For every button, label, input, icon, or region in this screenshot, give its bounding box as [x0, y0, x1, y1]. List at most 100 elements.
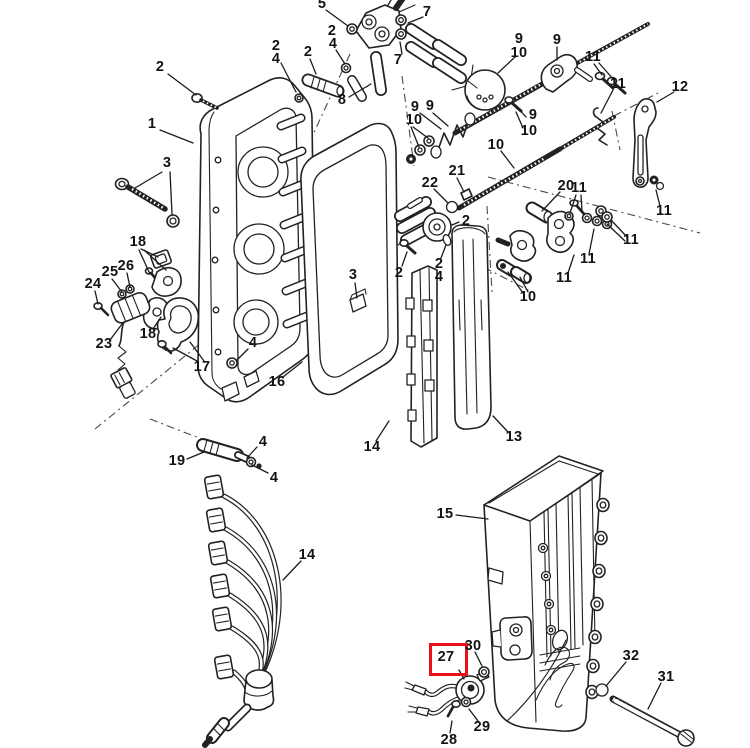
- part-label-14[interactable]: 14: [363, 438, 381, 455]
- part-label-14[interactable]: 14: [298, 546, 316, 563]
- part-label-2[interactable]: 2: [434, 255, 444, 272]
- mounting-bolt: [114, 177, 180, 228]
- return-spring: [436, 116, 471, 154]
- part-label-4[interactable]: 4: [271, 50, 281, 67]
- coil-23: [110, 291, 151, 324]
- part-label-16[interactable]: 16: [268, 373, 286, 390]
- cover-panel: [483, 455, 610, 732]
- primer-pump-assembly: [346, 0, 467, 84]
- part-label-29[interactable]: 29: [473, 718, 491, 735]
- part-label-22[interactable]: 22: [421, 174, 439, 191]
- throttle-rod-upper: [406, 22, 650, 164]
- part-label-4[interactable]: 4: [328, 35, 338, 52]
- retainer-strip: [405, 265, 438, 448]
- manifold-body: [197, 77, 316, 403]
- part-label-2[interactable]: 2: [394, 264, 404, 281]
- part-label-10[interactable]: 10: [405, 111, 423, 128]
- part-label-25[interactable]: 25: [101, 263, 119, 280]
- lever-arm: [632, 98, 665, 191]
- part-label-32[interactable]: 32: [622, 647, 640, 664]
- bolt-bosses: [276, 113, 312, 329]
- part-label-10[interactable]: 10: [520, 122, 538, 139]
- part-label-9[interactable]: 9: [552, 31, 562, 48]
- part-label-17[interactable]: 17: [193, 358, 211, 375]
- part-label-11[interactable]: 11: [585, 48, 601, 65]
- part-label-8[interactable]: 8: [337, 91, 347, 108]
- part-label-1[interactable]: 1: [147, 115, 157, 132]
- part-label-30[interactable]: 30: [464, 637, 482, 654]
- side-bosses: [585, 497, 610, 700]
- part-label-2[interactable]: 2: [271, 37, 281, 54]
- part-label-11[interactable]: 11: [623, 231, 639, 248]
- spade-terminals: [404, 681, 430, 717]
- part-label-10[interactable]: 10: [519, 288, 537, 305]
- part-label-28[interactable]: 28: [440, 731, 458, 748]
- spring-hook: [592, 107, 599, 117]
- part-label-9[interactable]: 9: [514, 30, 524, 47]
- throttle-rod-lower: [445, 115, 616, 214]
- spark-connectors: [203, 474, 235, 680]
- fuel-hoses: [405, 23, 467, 84]
- part-label-20[interactable]: 20: [557, 177, 575, 194]
- gasket-spacer: [349, 293, 367, 313]
- part-label-18[interactable]: 18: [129, 233, 147, 250]
- part-label-5[interactable]: 5: [317, 0, 327, 12]
- part-label-9[interactable]: 9: [410, 98, 420, 115]
- part-label-2[interactable]: 2: [303, 43, 313, 60]
- temp-sensor: [196, 438, 262, 469]
- leader-lines: [94, 9, 675, 734]
- part-label-4[interactable]: 4: [434, 268, 444, 285]
- part-label-9[interactable]: 9: [528, 106, 538, 123]
- part-label-23[interactable]: 23: [95, 335, 113, 352]
- part-label-24[interactable]: 24: [84, 275, 102, 292]
- part-label-11[interactable]: 11: [580, 250, 596, 267]
- brand-script-logo: [535, 662, 575, 708]
- part-label-11[interactable]: 11: [610, 75, 626, 92]
- part-label-2[interactable]: 2: [155, 58, 165, 75]
- part-label-3[interactable]: 3: [162, 154, 172, 171]
- part-label-10[interactable]: 10: [510, 44, 528, 61]
- part-label-15[interactable]: 15: [436, 505, 454, 522]
- side-tab: [487, 567, 504, 585]
- wire-harness: [202, 474, 282, 748]
- harness-plug: [202, 717, 230, 748]
- part-label-9[interactable]: 9: [425, 97, 435, 114]
- part-label-4[interactable]: 4: [248, 334, 258, 351]
- part-label-13[interactable]: 13: [505, 428, 523, 445]
- part-label-21[interactable]: 21: [448, 162, 466, 179]
- part-label-11[interactable]: 11: [571, 179, 587, 196]
- part-label-26[interactable]: 26: [117, 257, 135, 274]
- part-label-2[interactable]: 2: [327, 22, 337, 39]
- coil-assembly: [394, 196, 452, 255]
- linkage-cluster: [495, 199, 613, 284]
- part-label-3[interactable]: 3: [348, 266, 358, 283]
- part-label-19[interactable]: 19: [168, 452, 186, 469]
- part-label-7[interactable]: 7: [393, 51, 403, 68]
- inner-plate: [451, 224, 492, 430]
- center-holes: [537, 542, 557, 636]
- part-label-4[interactable]: 4: [258, 433, 268, 450]
- part-label-11[interactable]: 11: [656, 202, 672, 219]
- part-label-18[interactable]: 18: [139, 325, 157, 342]
- part-label-10[interactable]: 10: [487, 136, 505, 153]
- screw-head: [399, 239, 409, 248]
- harness-grommet: [243, 669, 275, 711]
- part-label-4[interactable]: 4: [269, 469, 279, 486]
- o-ring: [442, 234, 452, 246]
- mount-bracket: [491, 616, 533, 661]
- bracket-cluster: [93, 249, 238, 399]
- manifold-screw: [191, 93, 219, 110]
- latch-linkage: [506, 629, 571, 722]
- fittings-and-tubes: [294, 51, 387, 103]
- part-label-27-highlighted[interactable]: 27: [437, 648, 455, 665]
- part-label-12[interactable]: 12: [671, 78, 689, 95]
- gasket: [300, 122, 399, 396]
- part-label-31[interactable]: 31: [657, 668, 675, 685]
- part-label-2[interactable]: 2: [461, 212, 471, 229]
- anchor-bolt: [595, 683, 695, 747]
- part-label-11[interactable]: 11: [556, 269, 572, 286]
- cam-follower-disc: [464, 69, 506, 111]
- part-label-7[interactable]: 7: [422, 3, 432, 20]
